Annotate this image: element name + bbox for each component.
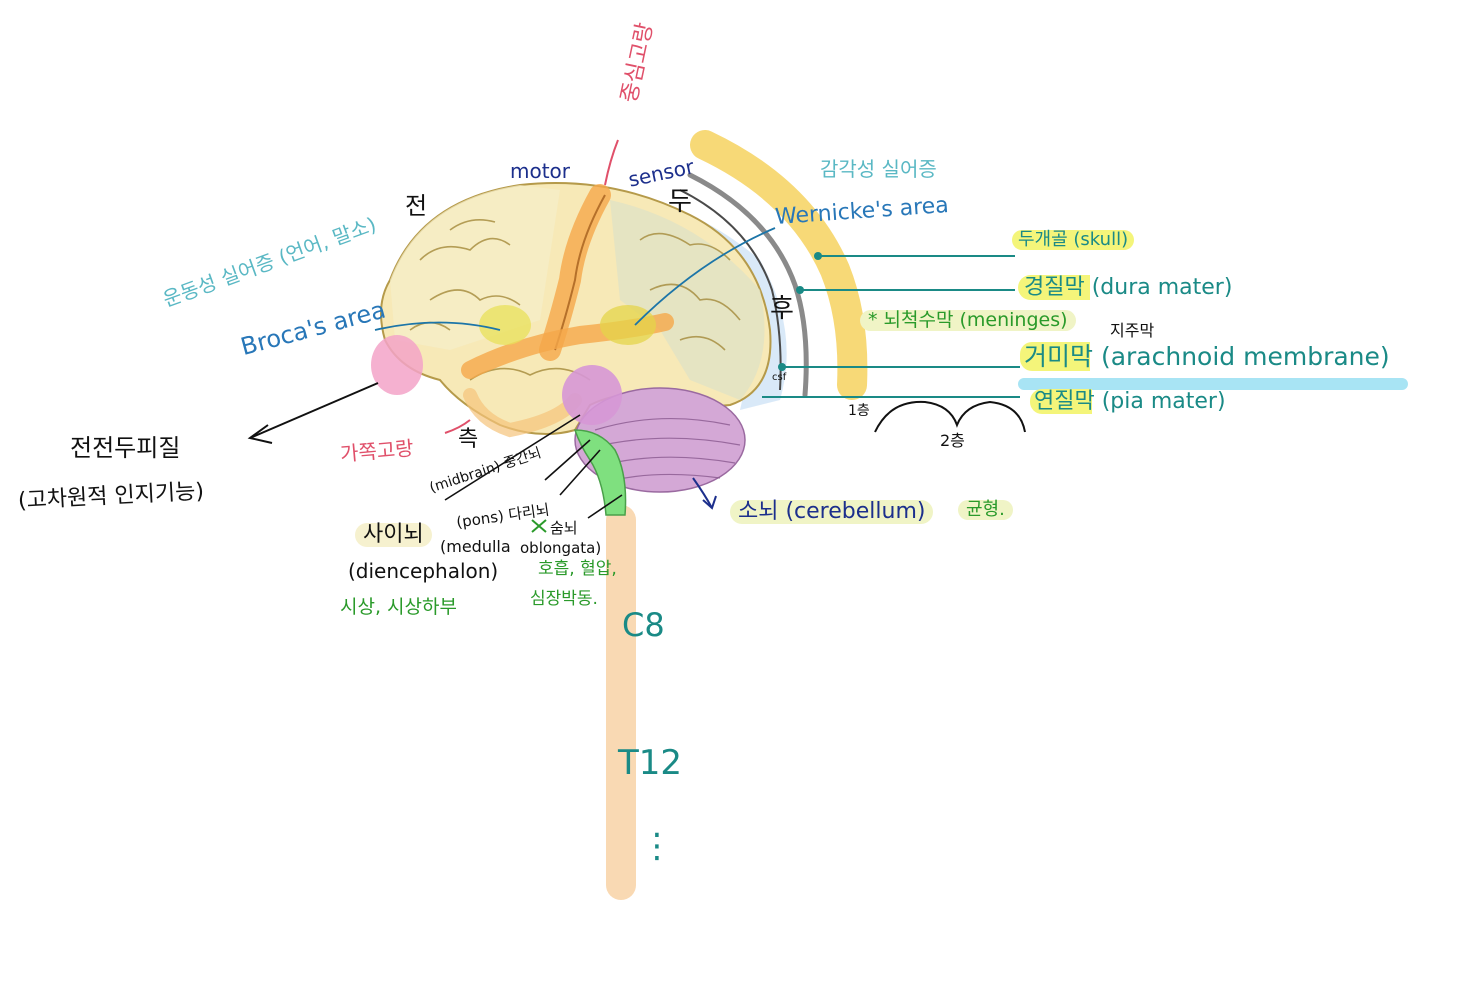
dura-label: 경질막 (dura mater) — [1018, 275, 1239, 300]
pia-label: 연질막 (pia mater) — [1030, 389, 1230, 414]
prefrontal-label: 전전두피질 — [70, 434, 181, 462]
c8-label: C8 — [622, 606, 665, 644]
dura-dot — [796, 286, 804, 294]
brainstem — [573, 429, 627, 516]
occipital-lobe-label: 후 — [770, 294, 794, 324]
prefrontal-arrowhead — [247, 424, 273, 444]
cerebellum-arrowhead — [702, 495, 717, 510]
medulla-function-2: 심장박동. — [530, 589, 598, 609]
wernicke-spot — [600, 305, 656, 345]
temporal-lobe-label: 측 — [458, 427, 479, 452]
skull-label: 두개골 (skull) — [1012, 230, 1135, 250]
lateral-sulcus-pointer — [444, 419, 471, 434]
medulla-function-1: 호흡, 혈압, — [538, 559, 617, 579]
subarachnoid-label: 지주막 — [1110, 321, 1155, 340]
arachnoid-highlight-bar — [1018, 378, 1408, 390]
medulla-x-mark — [531, 519, 547, 533]
frontal-lobe-label: 전 — [405, 192, 428, 220]
prefrontal-arrow — [249, 382, 379, 439]
pia-label-text: 연질막 (pia mater) — [1030, 389, 1230, 414]
diencephalon-kr-label: 사이뇌 — [355, 522, 432, 548]
arachnoid-label: 거미막 (arachnoid membrane) — [1020, 342, 1394, 371]
brainstem-pointers — [444, 414, 623, 519]
diencephalon-spot — [562, 365, 622, 425]
medulla-kr-label: 숨뇌 — [550, 519, 578, 537]
layer-bumps — [874, 400, 1026, 433]
temporal-lower-band — [463, 388, 582, 438]
layer-lines — [762, 255, 1020, 398]
skull-dot — [814, 252, 822, 260]
central-sulcus-band — [539, 184, 611, 361]
cerebellum-label: 소뇌 (cerebellum) — [730, 499, 934, 525]
broca-pointer — [374, 321, 501, 331]
motor-label: motor — [510, 159, 571, 183]
parietal-lobe-label: 두 — [668, 187, 692, 217]
diencephalon-function-label: 시상, 시상하부 — [340, 596, 457, 618]
occipital-shade — [610, 200, 765, 400]
arachnoid-dot — [778, 363, 786, 371]
arachnoid-label-text: 거미막 (arachnoid membrane) — [1020, 342, 1394, 371]
diencephalon-en-label: (diencephalon) — [348, 559, 499, 583]
layer-2-label: 2층 — [940, 431, 965, 450]
continuation-dots: ⋮ — [640, 826, 674, 866]
meninges-label: * 뇌척수막 (meninges) — [860, 310, 1076, 331]
dura-label-text: 경질막 (dura mater) — [1018, 275, 1239, 300]
broca-spot — [479, 305, 531, 345]
layer-1-label: 1층 — [848, 403, 870, 419]
central-sulcus-pointer — [604, 139, 619, 186]
t12-label: T12 — [618, 743, 683, 783]
medulla-label: (medulla — [440, 537, 511, 556]
csf-label: csf — [772, 372, 787, 383]
cerebellum-function-label: 균형. — [958, 500, 1013, 520]
spinal-cord — [606, 505, 636, 900]
somatosensory-assoc-label: 감각성 실어증 — [820, 157, 937, 181]
prefrontal-spot — [371, 335, 423, 395]
dura-arc — [687, 172, 809, 398]
oblongata-label: oblongata) — [520, 539, 602, 557]
skull-arc — [690, 130, 868, 400]
wernicke-pointer — [634, 227, 776, 326]
arachnoid-arc — [679, 189, 782, 391]
